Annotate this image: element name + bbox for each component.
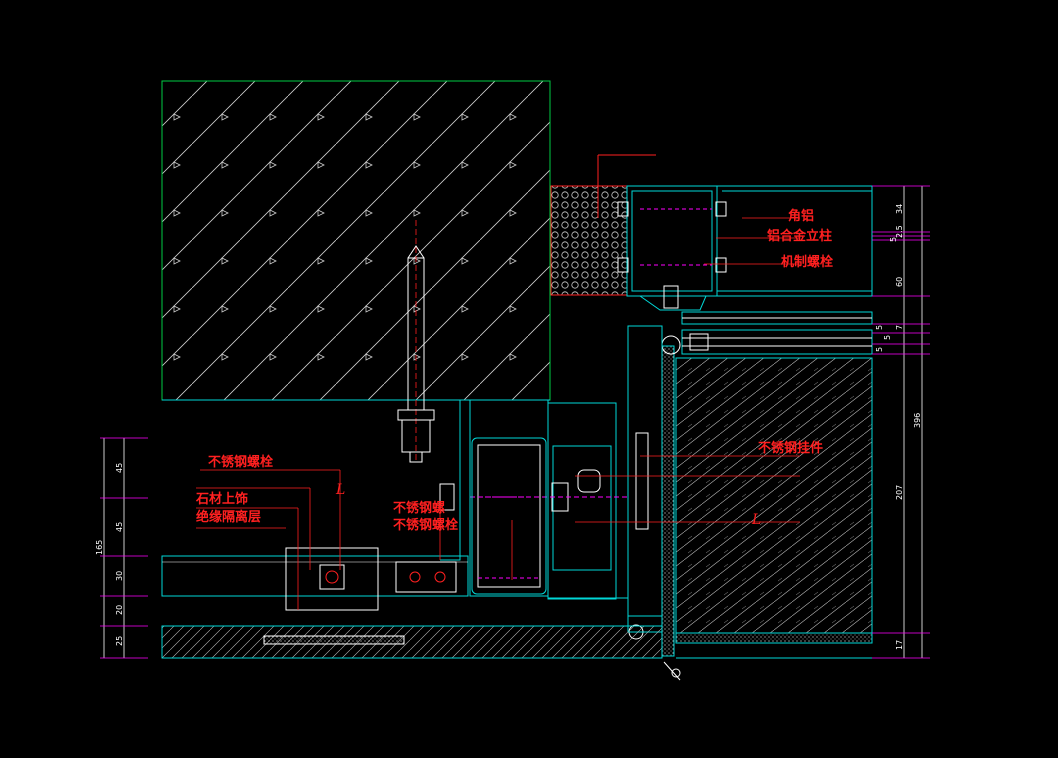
section-marker — [663, 661, 681, 681]
label-stainless-bolt-mid2: 不锈钢螺栓 — [393, 517, 458, 533]
label-stainless-bolt-mid1: 不锈钢螺 — [393, 500, 445, 516]
stone-cladding-lower — [161, 547, 469, 611]
aluminium-column — [617, 185, 873, 355]
dim-right-9: 207 — [895, 485, 904, 500]
anchor-bolt — [397, 220, 435, 463]
dim-right-4: 5 — [875, 325, 884, 330]
steel-bracket — [547, 325, 663, 633]
dim-left-5: 25 — [115, 636, 124, 646]
dim-left-0: 165 — [95, 540, 104, 555]
dim-left-2: 45 — [115, 522, 124, 532]
dim-right-10: 17 — [895, 640, 904, 650]
dim-left-3: 30 — [115, 571, 124, 581]
steel-tube — [439, 400, 549, 597]
dim-right-3: 60 — [895, 277, 904, 287]
label-jiaolv: 角铝 — [788, 208, 814, 224]
stone-panel — [628, 335, 873, 657]
dim-right-1: 2.5 — [895, 225, 904, 238]
left-dimension-values: 165 45 45 30 20 25 — [95, 463, 124, 646]
insulation-block — [550, 185, 628, 296]
dim-right-0: 34 — [895, 204, 904, 214]
concrete-wall — [161, 80, 551, 401]
label-machine-bolt: 机制螺栓 — [781, 254, 833, 270]
leader-lines — [196, 217, 800, 610]
mark-l-left: L — [335, 482, 345, 498]
label-stainless-hanger: 不锈钢挂件 — [758, 440, 823, 456]
right-dimension-values: 34 2.5 5 60 5 5 7 5 396 207 17 — [875, 204, 922, 650]
dim-left-4: 20 — [115, 605, 124, 615]
dim-left-1: 45 — [115, 463, 124, 473]
floor-slab — [161, 625, 872, 659]
dim-right-5: 5 — [883, 335, 892, 340]
middle-bolt — [470, 469, 630, 512]
label-aluminium-column: 铝合金立柱 — [767, 228, 832, 244]
label-insulation-layer: 绝缘隔离层 — [196, 509, 261, 525]
mark-l-right: L — [751, 512, 761, 528]
label-stone-decor: 石材上饰 — [195, 491, 248, 507]
dim-right-6: 7 — [895, 325, 904, 330]
label-stainless-bolt-top: 不锈钢螺栓 — [208, 454, 273, 470]
dim-right-2: 5 — [889, 237, 898, 242]
left-dimension-chain — [100, 437, 148, 659]
right-dimension-chain — [872, 185, 930, 659]
annotation-labels: 角铝 铝合金立柱 机制螺栓 不锈钢挂件 不锈钢螺栓 石材上饰 绝缘隔离层 不锈钢… — [195, 208, 833, 533]
dim-right-7: 5 — [875, 347, 884, 352]
dim-right-8: 396 — [913, 413, 922, 428]
